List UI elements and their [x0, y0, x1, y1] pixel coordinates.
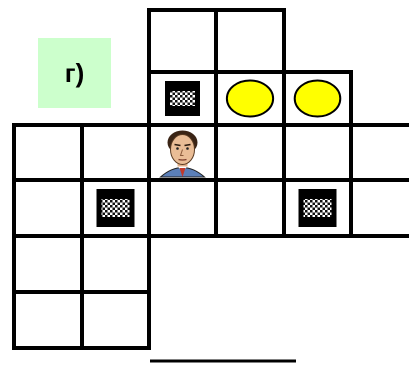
checkered-box-icon	[165, 81, 200, 116]
board-cell	[14, 236, 82, 292]
board-cell	[351, 125, 409, 180]
board-cell	[216, 125, 284, 180]
yellow-coin-icon	[227, 80, 273, 116]
board-cell	[14, 125, 82, 180]
board-cell	[284, 125, 351, 180]
board-cell	[216, 180, 284, 236]
yellow-coin-icon	[295, 80, 341, 116]
board-cell	[82, 236, 149, 292]
board-cell	[14, 180, 82, 236]
checkered-box-icon	[97, 189, 135, 227]
checkered-box-icon	[299, 189, 337, 227]
board-cell	[149, 10, 216, 72]
board-cell	[14, 292, 82, 348]
board-cell	[82, 125, 149, 180]
board-cell	[149, 180, 216, 236]
board-cells	[14, 10, 409, 348]
board-cell	[216, 10, 284, 72]
board-cell	[82, 292, 149, 348]
board-cell	[351, 180, 409, 236]
